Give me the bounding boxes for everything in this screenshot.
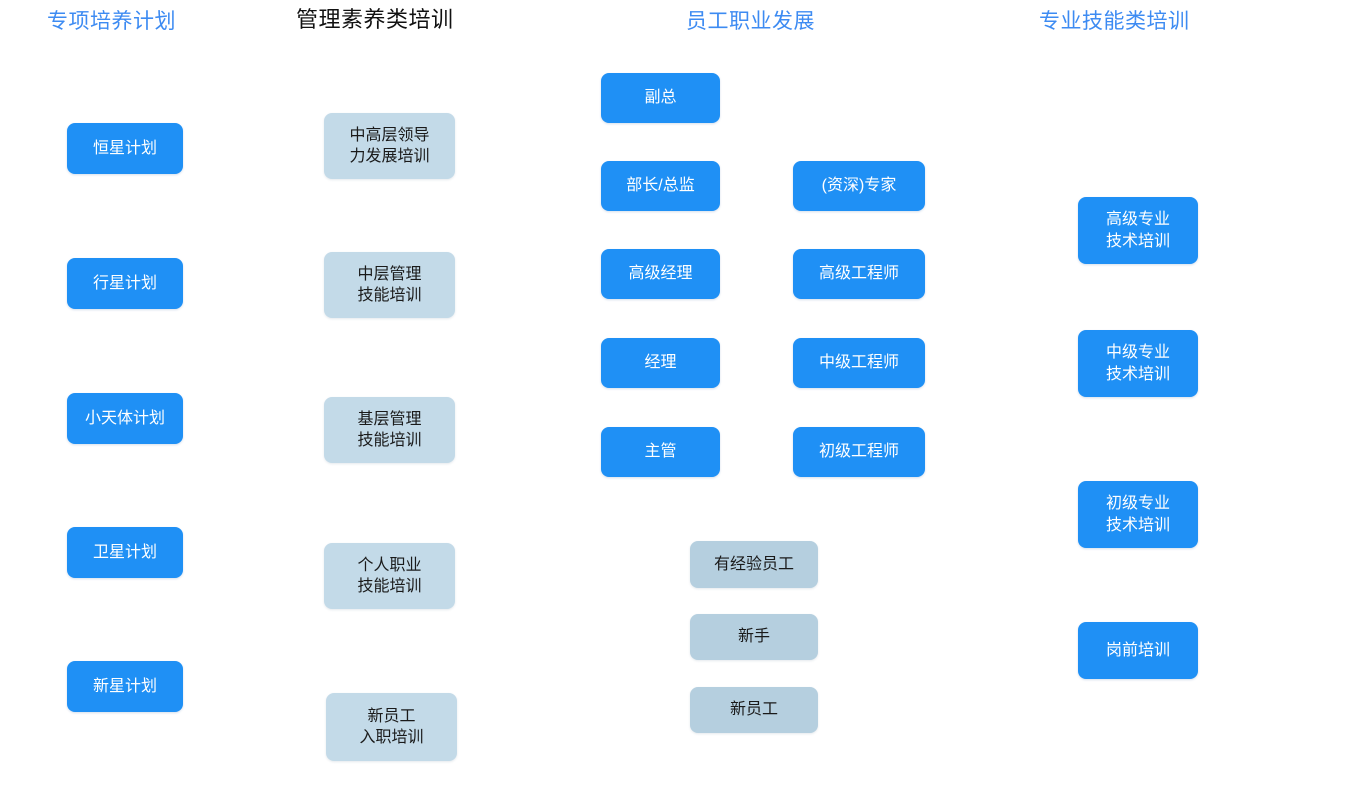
node-frontline-management-skill-training[interactable]: 基层管理 技能培训 [324, 397, 455, 463]
node-pre-job-training[interactable]: 岗前培训 [1078, 622, 1198, 679]
node-novice[interactable]: 新手 [690, 614, 818, 660]
node-intermediate-professional-tech-training[interactable]: 中级专业 技术培训 [1078, 330, 1198, 397]
node-weixing-plan[interactable]: 卫星计划 [67, 527, 183, 578]
node-experienced-employee[interactable]: 有经验员工 [690, 541, 818, 588]
column-title-employee-career-development: 员工职业发展 [686, 10, 815, 33]
node-manager[interactable]: 经理 [601, 338, 720, 388]
node-hengxing-plan[interactable]: 恒星计划 [67, 123, 183, 174]
node-department-head-director[interactable]: 部长/总监 [601, 161, 720, 211]
node-xiaotianti-plan[interactable]: 小天体计划 [67, 393, 183, 444]
node-senior-manager[interactable]: 高级经理 [601, 249, 720, 299]
node-new-employee[interactable]: 新员工 [690, 687, 818, 733]
node-senior-engineer[interactable]: 高级工程师 [793, 249, 925, 299]
node-xingxing-plan[interactable]: 行星计划 [67, 258, 183, 309]
node-xinxing-plan[interactable]: 新星计划 [67, 661, 183, 712]
node-personal-career-skill-training[interactable]: 个人职业 技能培训 [324, 543, 455, 609]
node-senior-expert[interactable]: (资深)专家 [793, 161, 925, 211]
column-title-special-training-plans: 专项培养计划 [47, 10, 176, 33]
node-senior-leadership-training[interactable]: 中高层领导 力发展培训 [324, 113, 455, 179]
column-title-management-quality-training: 管理素养类培训 [296, 7, 454, 32]
node-vice-president[interactable]: 副总 [601, 73, 720, 123]
node-supervisor[interactable]: 主管 [601, 427, 720, 477]
node-junior-engineer[interactable]: 初级工程师 [793, 427, 925, 477]
node-middle-management-skill-training[interactable]: 中层管理 技能培训 [324, 252, 455, 318]
node-new-employee-onboarding-training[interactable]: 新员工 入职培训 [326, 693, 457, 761]
column-title-professional-skill-training: 专业技能类培训 [1039, 10, 1190, 33]
node-intermediate-engineer[interactable]: 中级工程师 [793, 338, 925, 388]
node-junior-professional-tech-training[interactable]: 初级专业 技术培训 [1078, 481, 1198, 548]
node-senior-professional-tech-training[interactable]: 高级专业 技术培训 [1078, 197, 1198, 264]
